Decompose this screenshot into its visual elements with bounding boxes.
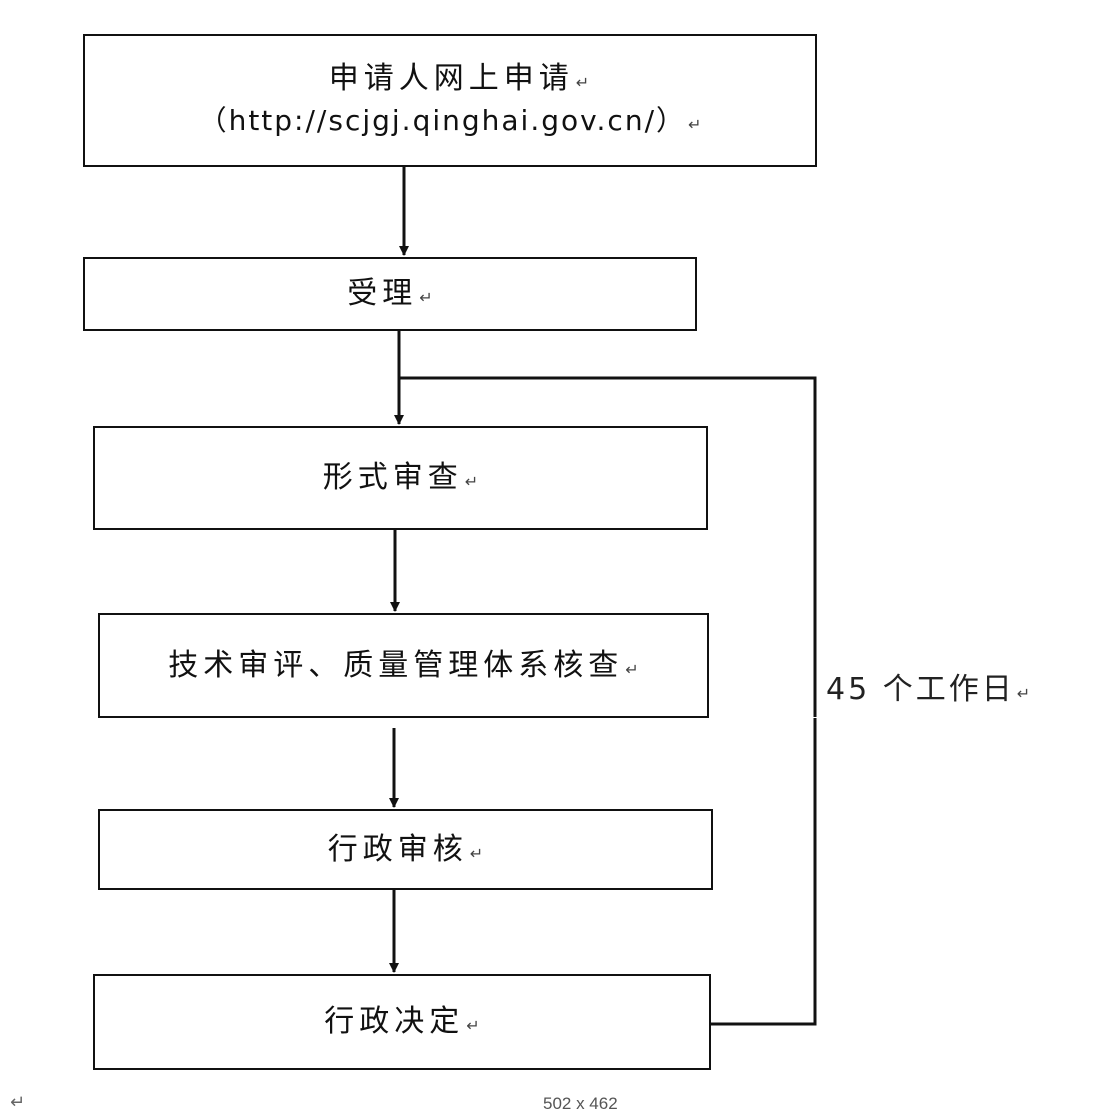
return-mark: ↵ [464, 472, 479, 491]
step-admin-review-title: 行政审核↵ [328, 832, 483, 868]
step-technical-review-title: 技术审评、质量管理体系核查↵ [168, 648, 638, 684]
duration-label-text: 45 个工作日 [826, 672, 1015, 707]
duration-label: 45 个工作日↵ [826, 665, 1076, 715]
duration-bracket-line [399, 376, 817, 717]
return-mark: ↵ [575, 73, 590, 93]
step-online-application-text: 申请人网上申请 [328, 61, 574, 97]
step-admin-decision: 行政决定↵ [93, 974, 711, 1070]
return-mark: ↵ [419, 288, 433, 307]
step-admin-decision-text: 行政决定 [324, 1004, 465, 1039]
image-size-caption: 502 x 462 [543, 1094, 618, 1113]
return-mark: ↵ [1016, 684, 1031, 703]
step-admin-decision-title: 行政决定↵ [324, 1004, 479, 1040]
step-technical-review-text: 技术审评、质量管理体系核查 [168, 647, 624, 683]
step-admin-review: 行政审核↵ [98, 809, 713, 890]
step-formal-review-text: 形式审查 [322, 460, 463, 495]
step-accept: 受理↵ [83, 257, 697, 331]
step-technical-review: 技术审评、质量管理体系核查↵ [98, 613, 709, 718]
step-accept-title: 受理↵ [347, 276, 432, 312]
return-mark: ↵ [688, 115, 702, 135]
step-formal-review: 形式审查↵ [93, 426, 708, 530]
step-online-application-url: （http://scjgj.qinghai.gov.cn/）↵ [199, 103, 702, 139]
duration-bracket-line-lower [711, 718, 817, 1026]
step-online-application-title: 申请人网上申请↵ [329, 61, 589, 97]
step-formal-review-title: 形式审查↵ [323, 460, 478, 496]
step-accept-text: 受理 [347, 276, 418, 311]
step-admin-review-text: 行政审核 [327, 831, 468, 867]
application-url-text: （http://scjgj.qinghai.gov.cn/） [198, 104, 687, 138]
return-mark: ↵ [625, 659, 639, 679]
paragraph-mark: ↵ [10, 1092, 26, 1113]
return-mark: ↵ [469, 843, 484, 863]
return-mark: ↵ [466, 1016, 480, 1035]
step-online-application: 申请人网上申请↵ （http://scjgj.qinghai.gov.cn/）↵ [83, 34, 817, 167]
